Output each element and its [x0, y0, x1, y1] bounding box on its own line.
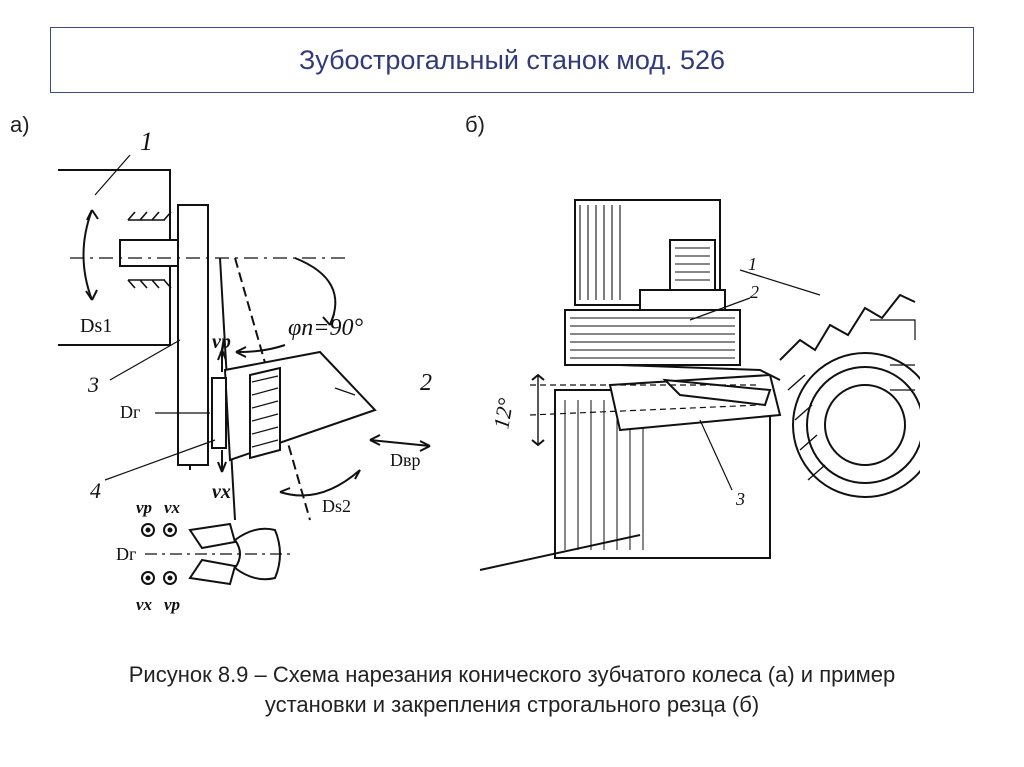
caption-line-2: установки и закрепления строгального рез…: [264, 692, 760, 717]
ds1-arrow: [82, 209, 93, 301]
figure-b-drawing: 1 2 3 12°: [479, 199, 920, 571]
gear-hub: [792, 352, 920, 498]
label-vx: vx: [212, 481, 231, 503]
label-phi: φп=90°: [288, 315, 363, 341]
figure-a-scheme: 1 3 2 4 Ds1 Ds2 Dг Dвр vp vx φп=90° vp v…: [58, 127, 432, 614]
title-box: Зубострогальный станок мод. 526: [50, 27, 974, 93]
label-ds2: Ds2: [322, 496, 351, 516]
label-part-2: 2: [420, 370, 432, 396]
inset-label-vp-2: vp: [164, 595, 180, 614]
spindle-stub: [119, 239, 179, 267]
tool-holder-4: [211, 377, 227, 449]
label-part-4: 4: [90, 478, 101, 503]
inset-label-vx-2: vx: [136, 595, 153, 614]
cradle-plate-3: [177, 204, 209, 466]
label-dvr: Dвр: [390, 450, 421, 470]
label-b-part-2: 2: [750, 282, 759, 302]
caption-line-1: Рисунок 8.9 – Схема нарезания коническог…: [128, 662, 896, 687]
label-b-angle: 12°: [488, 396, 518, 431]
figure-caption: Рисунок 8.9 – Схема нарезания коническог…: [20, 660, 1004, 720]
label-part-3: 3: [87, 372, 99, 397]
inset-label-vx: vx: [164, 498, 181, 517]
inset-label-dg: Dг: [116, 544, 136, 564]
panel-label-a: а): [10, 112, 30, 137]
label-dg: Dг: [120, 402, 140, 422]
panel-label-b: б): [465, 112, 485, 137]
inset-label-vp: vp: [136, 498, 152, 517]
label-ds1: Ds1: [80, 315, 112, 337]
label-b-part-3: 3: [735, 489, 745, 509]
label-part-1: 1: [140, 127, 153, 156]
label-vp: vp: [212, 331, 231, 353]
tool-post: [564, 309, 741, 366]
label-b-part-1: 1: [748, 254, 757, 274]
cutter-body-2: [223, 350, 377, 462]
slide-title: Зубострогальный станок мод. 526: [298, 44, 726, 75]
